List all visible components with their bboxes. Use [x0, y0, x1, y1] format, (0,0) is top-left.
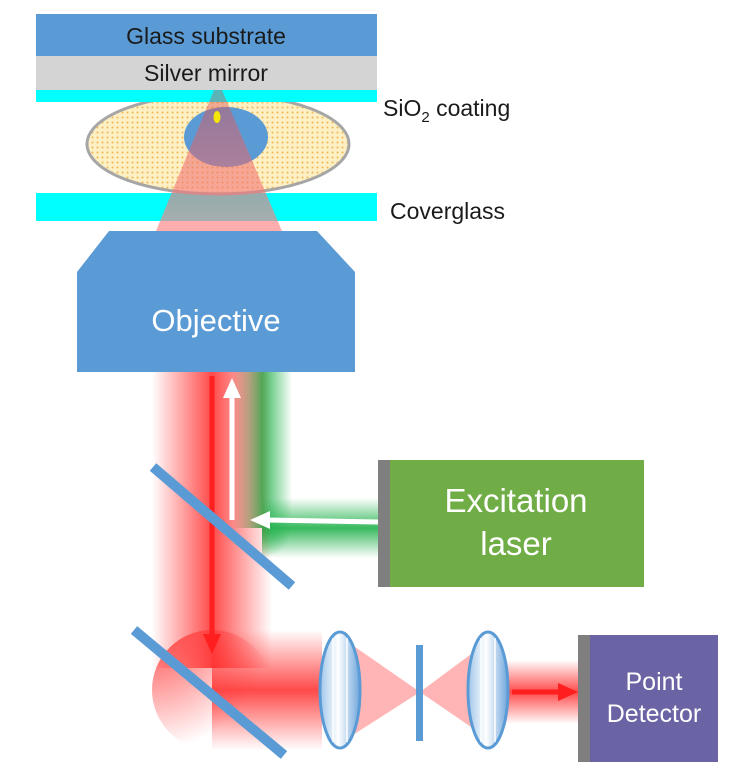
- focus-cone: [156, 90, 282, 231]
- point-detector-endcap: [578, 635, 590, 762]
- pinhole: [416, 645, 423, 741]
- excitation-laser-endcap: [378, 460, 390, 587]
- sio2-coating-label: SiO2 coating: [383, 95, 510, 126]
- lens-right: [466, 630, 510, 750]
- excitation-laser-label-line2: laser: [480, 525, 552, 562]
- point-detector-box: [578, 635, 718, 762]
- detector-arrowhead: [558, 683, 578, 701]
- objective-body: [77, 272, 355, 372]
- emission-arrowhead-down: [203, 634, 221, 654]
- glass-substrate: [36, 14, 377, 56]
- point-detector-label-line2: Detector: [607, 700, 701, 728]
- sio2-coating-layer: [36, 90, 377, 102]
- emitter-dot: [213, 111, 221, 123]
- dichroic-mirror: [149, 463, 296, 590]
- excitation-arrowhead-left: [250, 511, 270, 529]
- glass-substrate-label: Glass substrate: [126, 23, 286, 49]
- excitation-arrowhead-up: [223, 378, 241, 398]
- excitation-laser-label-line1: Excitation: [444, 482, 587, 519]
- lens-left: [318, 630, 362, 750]
- coverglass-label: Coverglass: [390, 198, 505, 224]
- silver-mirror: [36, 56, 377, 90]
- excitation-laser-box: [378, 460, 644, 587]
- silver-mirror-label: Silver mirror: [144, 60, 268, 86]
- objective-top: [77, 231, 355, 272]
- point-detector-label-line1: Point: [626, 668, 683, 696]
- focus-cone-left: [345, 640, 420, 740]
- fold-mirror: [130, 626, 288, 759]
- excitation-ray-horizontal: [267, 517, 379, 525]
- objective-label: Objective: [151, 303, 280, 338]
